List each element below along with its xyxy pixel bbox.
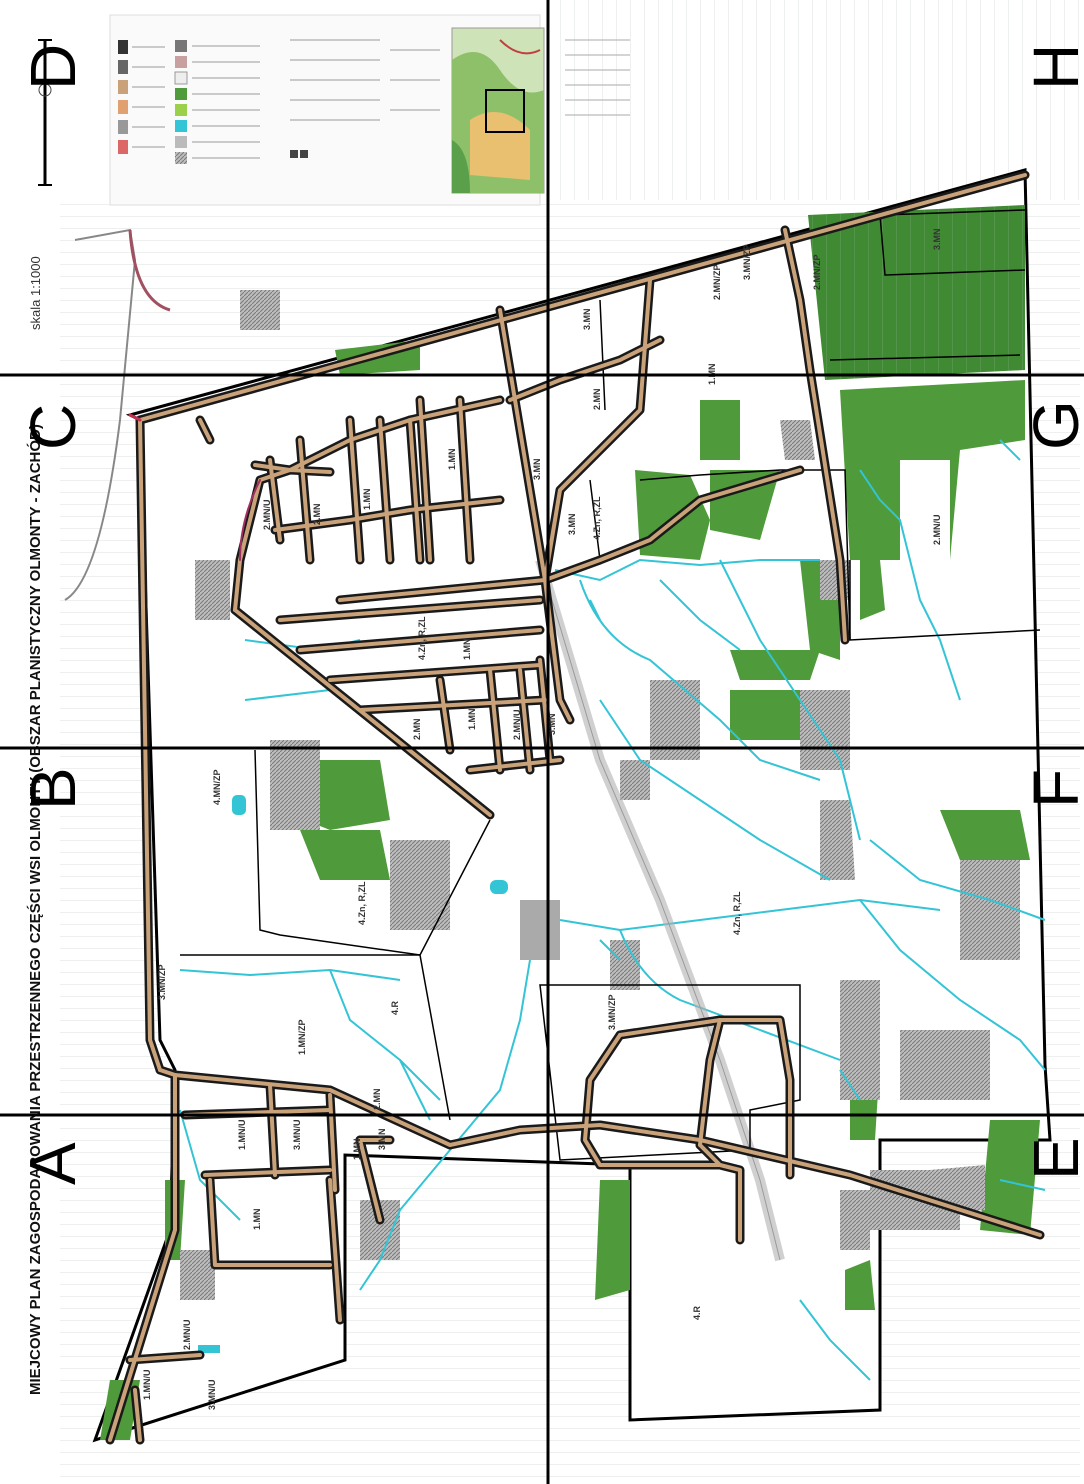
grid-letter-c: C: [17, 404, 89, 450]
grid-letters: A B C D E F G H: [17, 44, 1084, 1185]
zone-label: 3.MN/U: [292, 1119, 302, 1150]
grid-letter-e: E: [1020, 1137, 1084, 1180]
zone-label: 3.MN: [377, 1128, 387, 1150]
zone-label: 2.MN/U: [932, 514, 942, 545]
zone-label: 3.MN: [547, 713, 557, 735]
plan-area: 3.MN/U 1.MN/U 2.MN/U 1.MN 1.MN/U 3.MN/U …: [92, 168, 1052, 1445]
grid-letter-f: F: [1020, 769, 1084, 808]
grid-letter-b: B: [17, 767, 89, 810]
water-courses: [179, 439, 1046, 1381]
zone-label: 1.MN: [447, 448, 457, 470]
zone-label: 2.MN/ZP: [712, 264, 722, 300]
zone-label: 2.MN/ZP: [812, 254, 822, 290]
pond: [198, 1345, 220, 1353]
zone-label: 4.Zn, R,ZL: [357, 881, 367, 925]
zone-label: 1.MN: [252, 1208, 262, 1230]
road-network: [105, 170, 1045, 1445]
zone-label: 2.MN: [592, 388, 602, 410]
map-title: MIEJCOWY PLAN ZAGOSPODAROWANIA PRZESTRZE…: [26, 424, 44, 1395]
zone-label: 1.MN: [462, 638, 472, 660]
zone-label: 2.MN: [412, 718, 422, 740]
zone-label: 3.MN: [567, 513, 577, 535]
zone-label: 1.MN: [362, 488, 372, 510]
zone-label: 1.MN: [352, 1138, 362, 1160]
zone-label: 1.MN/ZP: [297, 1019, 307, 1055]
zone-label: 2.MN/U: [262, 499, 272, 530]
zone-label: 2.MN: [372, 1088, 382, 1110]
zone-label: 3.MN: [582, 308, 592, 330]
zone-label: 3.MN/ZP: [742, 244, 752, 280]
zone-label: 4.R: [390, 1000, 400, 1015]
zone-label: 2.MN/U: [512, 709, 522, 740]
location-inset-map: [451, 27, 545, 194]
zone-label: 3.MN: [932, 228, 942, 250]
zone-label: 4.R: [692, 1305, 702, 1320]
zone-label: 1.MN/U: [142, 1369, 152, 1400]
zone-label: 4.Zn, R,ZL: [417, 616, 427, 660]
zone-label: 3.MN/U: [207, 1379, 217, 1410]
grid-letter-a: A: [17, 1142, 89, 1185]
zone-label: 4.Zn, R,ZL: [592, 496, 602, 540]
zone-label: 4.MN/ZP: [212, 769, 222, 805]
legend-swatches: [118, 40, 308, 164]
legend-panel: [109, 14, 630, 206]
zone-label: 1.MN/U: [237, 1119, 247, 1150]
grid-letter-g: G: [1020, 400, 1084, 450]
zone-label: 3.MN/ZP: [157, 964, 167, 1000]
zone-label: 3.MN: [532, 458, 542, 480]
scale-label: skala 1:1000: [28, 256, 43, 330]
scale-bar: skala 1:1000: [28, 39, 52, 330]
grid-letter-h: H: [1020, 44, 1084, 90]
green-zones: [100, 205, 1040, 1440]
grid-letter-d: D: [17, 44, 89, 90]
pond: [490, 880, 508, 894]
protected-zones: [180, 290, 1020, 1300]
zone-labels: 3.MN/U 1.MN/U 2.MN/U 1.MN 1.MN/U 3.MN/U …: [142, 228, 942, 1410]
zone-label: 4.Zn, R,ZL: [732, 891, 742, 935]
pond: [232, 795, 246, 815]
zone-label: 2.MN/U: [182, 1319, 192, 1350]
zone-label: 2.MN: [312, 503, 322, 525]
zone-label: 3.MN/ZP: [607, 994, 617, 1030]
zone-label: 1.MN: [467, 708, 477, 730]
